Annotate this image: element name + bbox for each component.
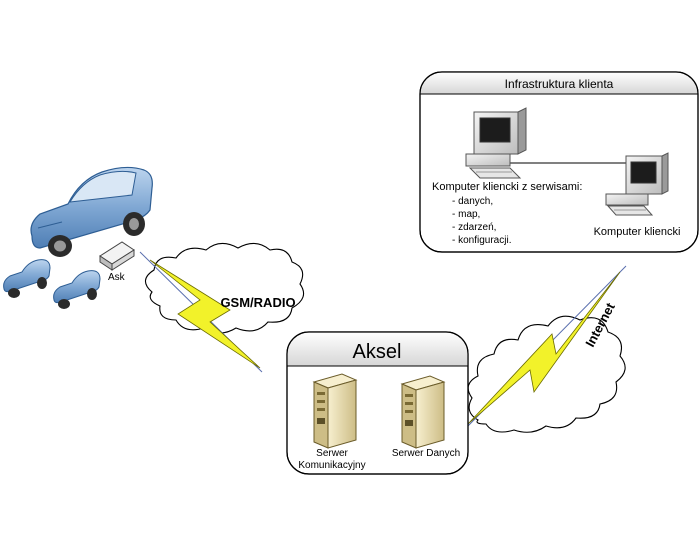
pc-main-caption: Komputer kliencki z serwisami: <box>432 181 582 193</box>
server-communication-label: Komunikacyjny <box>298 460 365 471</box>
service-item: - konfiguracji. <box>452 235 511 246</box>
server-communication-label: Serwer <box>316 448 348 459</box>
gsm-radio-link: GSM/RADIO <box>139 242 305 373</box>
pc-client-icon <box>605 152 669 216</box>
vehicles-group: Ask <box>3 166 153 309</box>
client-infrastructure-box: Infrastruktura klienta Komputer kliencki… <box>419 71 699 253</box>
pc-main-icon <box>465 107 527 179</box>
device-label: Ask <box>108 272 126 283</box>
car-large-icon <box>30 166 153 257</box>
aksel-box: Aksel Serwer Komunikacyjny Serwer Danych <box>286 331 469 475</box>
service-item: - zdarzeń, <box>452 222 496 233</box>
tracking-device-icon <box>99 241 135 271</box>
client-infrastructure-title: Infrastruktura klienta <box>505 77 614 91</box>
car-small-icon <box>3 259 51 298</box>
service-item: - danych, <box>452 196 493 207</box>
car-small-icon <box>53 270 101 309</box>
gsm-cloud-icon <box>144 242 305 334</box>
gsm-radio-label: GSM/RADIO <box>220 295 295 310</box>
internet-link: Internet <box>465 265 627 433</box>
aksel-title: Aksel <box>353 341 402 363</box>
server-data-icon <box>400 375 446 449</box>
server-communication-icon <box>312 373 358 449</box>
lightning-icon <box>149 259 261 369</box>
pc-client-label: Komputer kliencki <box>594 226 681 238</box>
lightning-icon <box>467 271 621 425</box>
service-item: - map, <box>452 209 480 220</box>
server-data-label: Serwer Danych <box>392 448 460 459</box>
